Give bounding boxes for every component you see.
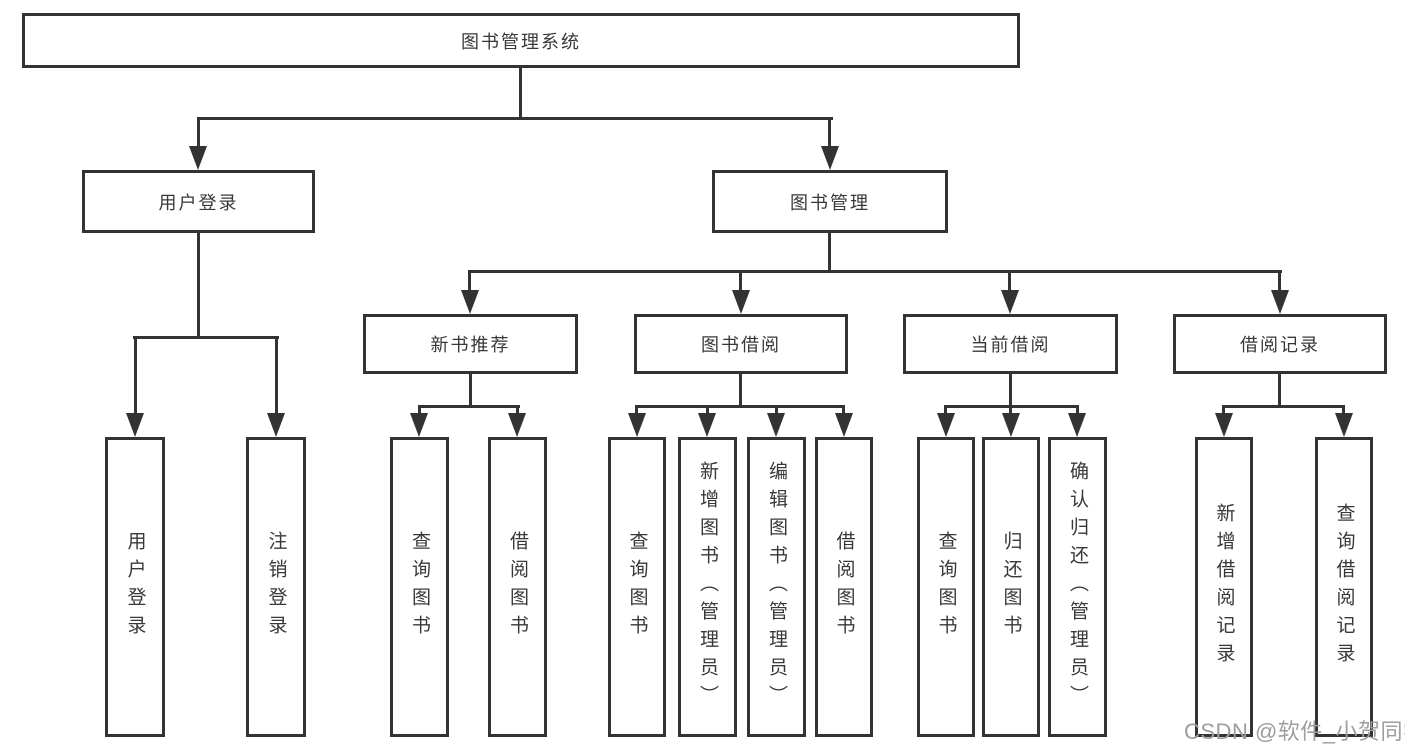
connector-line [944,405,947,415]
connector-line [635,405,638,415]
arrow-down-icon [732,290,750,314]
connector-line [1008,270,1011,294]
connector-line [133,336,279,339]
connector-line [1222,405,1345,408]
leaf-borrow-book: 借阅图书 [815,437,873,737]
connector-line [469,374,472,407]
connector-line [468,270,471,294]
node-book-borrow: 图书借阅 [634,314,848,374]
arrow-down-icon [1271,290,1289,314]
node-root: 图书管理系统 [22,13,1020,68]
leaf-user-login: 用户登录 [105,437,165,737]
leaf-edit-book-admin: 编辑图书（管理员） [747,437,806,737]
leaf-add-book-admin: 新增图书（管理员） [678,437,737,737]
arrow-down-icon [508,413,526,437]
connector-line [1222,405,1225,415]
leaf-confirm-return-admin: 确认归还（管理员） [1048,437,1107,737]
leaf-add-borrow-record: 新增借阅记录 [1195,437,1253,737]
connector-line [775,405,778,415]
connector-line [739,374,742,407]
arrow-down-icon [698,413,716,437]
arrow-down-icon [1068,413,1086,437]
leaf-logout: 注销登录 [246,437,306,737]
leaf-recommend-borrow-book: 借阅图书 [488,437,547,737]
connector-line [635,405,845,408]
leaf-recommend-query-book: 查询图书 [390,437,449,737]
connector-line [1342,405,1345,415]
node-book-management: 图书管理 [712,170,948,233]
connector-line [1278,374,1281,407]
connector-line [418,405,421,415]
connector-line [706,405,709,415]
arrow-down-icon [1335,413,1353,437]
connector-line [1009,405,1012,415]
node-user-login: 用户登录 [82,170,315,233]
leaf-borrow-query-book: 查询图书 [608,437,666,737]
arrow-down-icon [1001,290,1019,314]
connector-line [1278,270,1281,294]
arrow-down-icon [189,146,207,170]
node-current-borrow: 当前借阅 [903,314,1118,374]
node-new-book-recommend: 新书推荐 [363,314,578,374]
connector-line [842,405,845,415]
leaf-current-query-book: 查询图书 [917,437,975,737]
connector-line [468,270,1282,273]
connector-line [739,270,742,294]
connector-line [828,117,831,148]
arrow-down-icon [937,413,955,437]
arrow-down-icon [821,146,839,170]
connector-line [1076,405,1079,415]
connector-line [197,117,833,120]
arrow-down-icon [1002,413,1020,437]
arrow-down-icon [461,290,479,314]
node-borrow-records: 借阅记录 [1173,314,1387,374]
connector-line [275,336,278,415]
connector-line [418,405,520,408]
connector-line [828,233,831,272]
connector-line [134,336,137,415]
arrow-down-icon [267,413,285,437]
connector-line [516,405,519,415]
connector-line [1009,374,1012,407]
connector-line [519,68,522,119]
connector-line [197,117,200,148]
arrow-down-icon [410,413,428,437]
arrow-down-icon [628,413,646,437]
leaf-return-book: 归还图书 [982,437,1040,737]
arrow-down-icon [835,413,853,437]
arrow-down-icon [1215,413,1233,437]
arrow-down-icon [767,413,785,437]
connector-line [197,233,200,338]
csdn-watermark: CSDN @软件_小贺同学 [1184,719,1405,744]
leaf-query-borrow-record: 查询借阅记录 [1315,437,1373,737]
arrow-down-icon [126,413,144,437]
